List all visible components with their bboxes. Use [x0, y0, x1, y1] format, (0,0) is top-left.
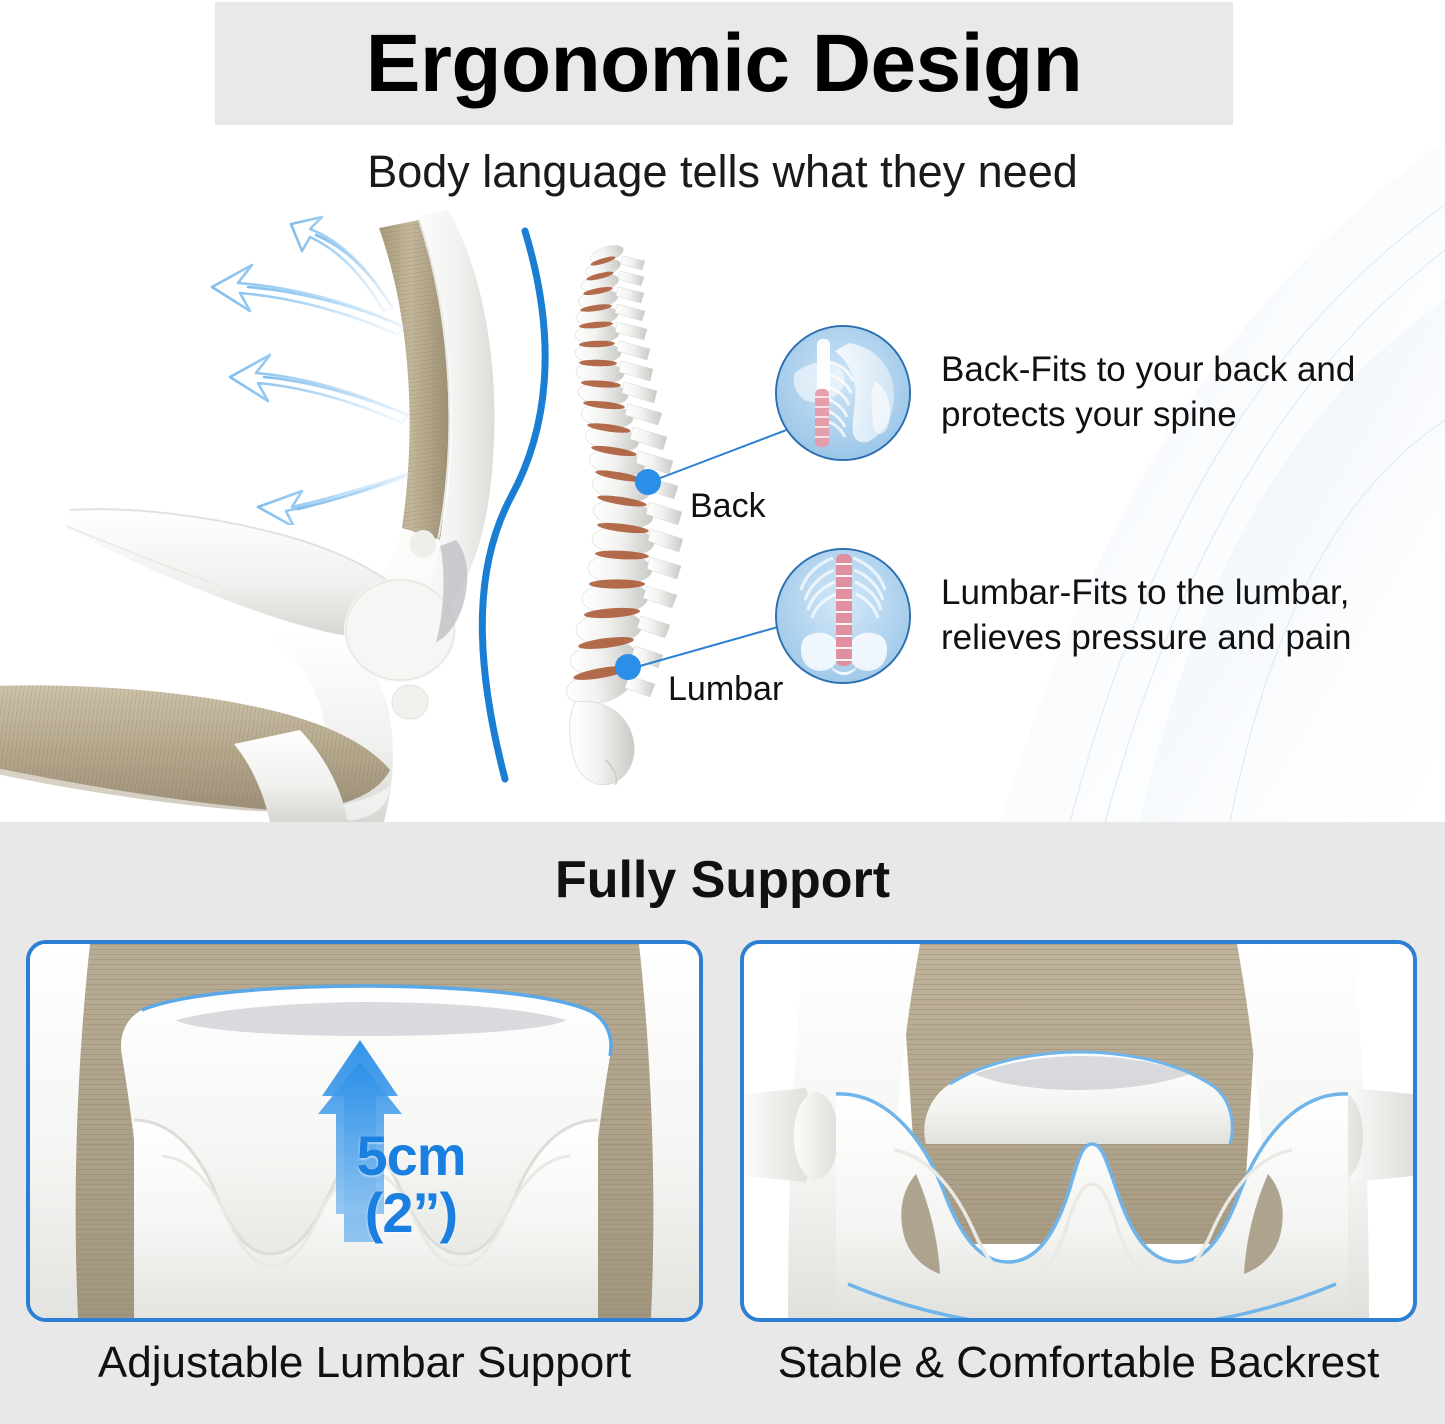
office-chair-side-view-image [0, 210, 495, 822]
callout-lumbar: Lumbar-Fits to the lumbar, relieves pres… [775, 548, 1352, 684]
callout-back: Back-Fits to your back and protects your… [775, 325, 1355, 461]
caption-adjustable-lumbar-support: Adjustable Lumbar Support [97, 1338, 632, 1387]
spine-curvature-line-icon [478, 227, 549, 783]
measurement-imperial: (2”) [364, 1181, 458, 1245]
lumbar-support-closeup-image [30, 944, 699, 1318]
measurement-metric: 5cm [356, 1124, 466, 1187]
caption-stable-comfortable-backrest: Stable & Comfortable Backrest [777, 1338, 1380, 1387]
spine-upper-back-xray-icon [775, 325, 911, 461]
callout-back-line: protects your spine [941, 395, 1237, 434]
panel-adjustable-lumbar-support: 5cm (2”) [26, 940, 703, 1322]
spine-lumbar-xray-icon [775, 548, 911, 684]
callout-lumbar-line: relieves pressure and pain [941, 618, 1352, 657]
lumbar-adjustment-measurement: 5cm (2”) [326, 1127, 496, 1241]
title-band [215, 2, 1233, 125]
panel-captions: Adjustable Lumbar Support Stable & Comfo… [0, 1330, 1445, 1424]
spine-label-back: Back [690, 487, 766, 525]
callout-lumbar-line: Lumbar-Fits to the lumbar, [941, 573, 1350, 613]
callout-lumbar-text: Lumbar-Fits to the lumbar, relieves pres… [941, 571, 1352, 661]
spine-label-lumbar: Lumbar [668, 670, 784, 708]
section-title: Fully Support [554, 851, 891, 909]
callout-back-line: Back-Fits to your back and [941, 350, 1356, 390]
feature-panels: 5cm (2”) [0, 940, 1445, 1340]
panel-stable-comfortable-backrest [740, 940, 1417, 1322]
page-title: Ergonomic Design [365, 17, 1083, 109]
lumbar-height-arrow-icon [318, 1040, 402, 1242]
callout-back-text: Back-Fits to your back and protects your… [941, 348, 1355, 438]
airflow-arrows-icon [210, 215, 410, 525]
fully-support-section: Fully Support [0, 822, 1445, 1424]
page-subtitle: Body language tells what they need [367, 146, 1078, 197]
backrest-closeup-image [744, 944, 1413, 1318]
ergonomic-design-section: Ergonomic Design Body language tells wha… [0, 0, 1445, 822]
